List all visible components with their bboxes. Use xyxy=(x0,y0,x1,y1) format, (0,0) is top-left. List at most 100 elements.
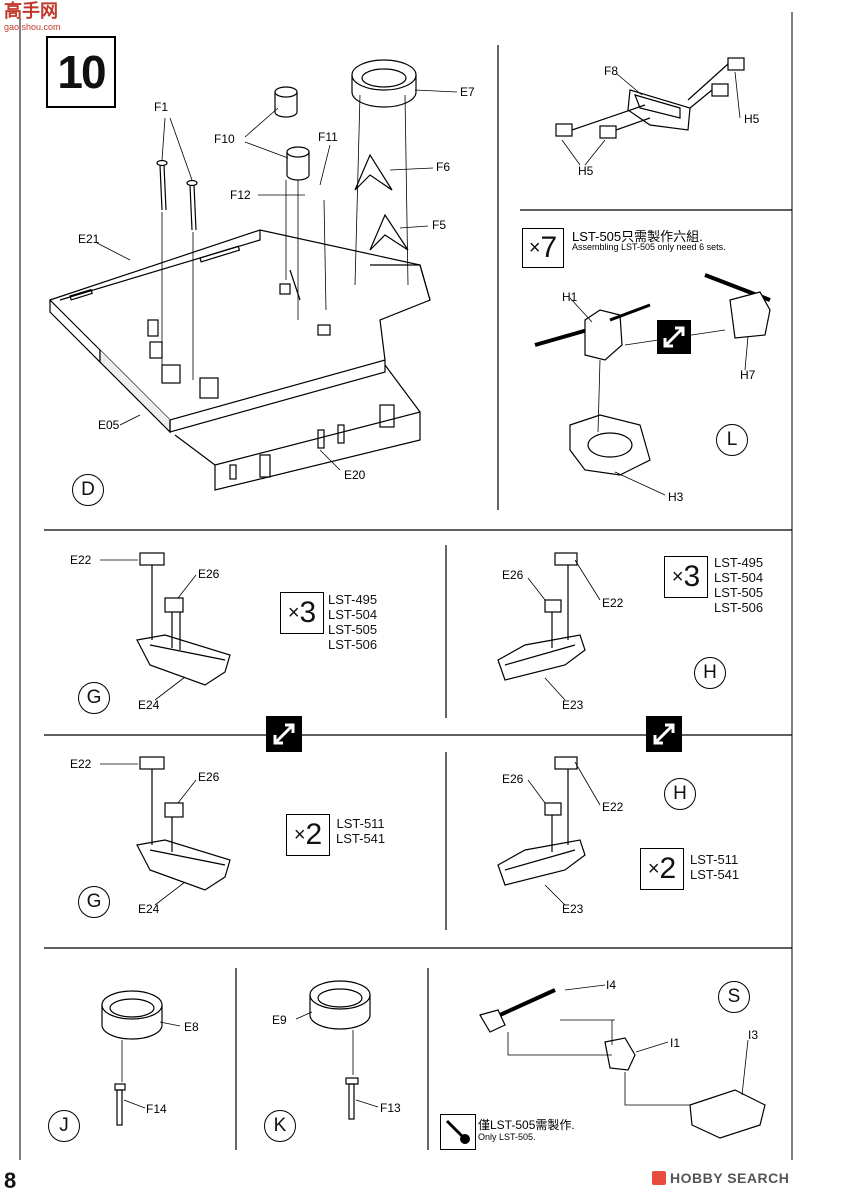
variant: LST-505 xyxy=(714,585,764,600)
label-e23: E23 xyxy=(562,698,584,712)
multiplier-value: 3 xyxy=(683,560,701,593)
h1-drawing xyxy=(497,552,586,681)
panel-letter-j: J xyxy=(48,1110,80,1142)
multiplier-value: 2 xyxy=(305,818,323,851)
panel-letter-h2: H xyxy=(664,778,696,810)
variant: LST-504 xyxy=(328,607,378,622)
variant-list-h1: LST-495 LST-504 LST-505 LST-506 xyxy=(714,555,763,615)
multiplier-box-l: ×7 xyxy=(522,228,564,268)
label-h5-left: H5 xyxy=(578,164,594,178)
label-e8: E8 xyxy=(184,1020,199,1034)
variant: LST-541 xyxy=(336,831,386,846)
label-e24: E24 xyxy=(138,698,160,712)
multiplier-value: 7 xyxy=(540,231,558,264)
variant: LST-541 xyxy=(690,867,740,882)
variant: LST-505 xyxy=(328,622,378,637)
variant: LST-495 xyxy=(328,592,378,607)
multiply-symbol: × xyxy=(671,565,684,588)
label-f13: F13 xyxy=(380,1101,401,1115)
multiply-symbol: × xyxy=(293,823,306,846)
g1-drawing xyxy=(136,552,231,686)
site-logo-url: gao.shou.com xyxy=(4,22,61,32)
variant-switch-icon xyxy=(646,716,682,752)
label-h7: H7 xyxy=(740,368,756,382)
label-e26: E26 xyxy=(502,772,524,786)
label-e22: E22 xyxy=(602,800,624,814)
label-f8: F8 xyxy=(604,64,619,78)
note-en-l: Assembling LST-505 only need 6 sets. xyxy=(572,242,726,252)
panel-letter-g1: G xyxy=(78,682,110,714)
variant: LST-504 xyxy=(714,570,764,585)
label-e26: E26 xyxy=(198,770,220,784)
watermark-text: HOBBY SEARCH xyxy=(670,1170,790,1186)
variant: LST-506 xyxy=(714,600,764,615)
label-e26: E26 xyxy=(502,568,524,582)
variant-switch-icon xyxy=(266,716,302,752)
label-f12: F12 xyxy=(230,188,251,202)
label-e24: E24 xyxy=(138,902,160,916)
label-e20: E20 xyxy=(344,468,366,482)
note-cn-l: LST-505只需製作六組. xyxy=(572,229,703,244)
label-h5-right: H5 xyxy=(744,112,760,126)
label-f6: F6 xyxy=(436,160,451,174)
label-f11: F11 xyxy=(318,130,338,144)
j-drawing xyxy=(101,990,163,1126)
multiply-symbol: × xyxy=(528,236,541,259)
label-e21: E21 xyxy=(78,232,100,246)
g2-drawing xyxy=(136,756,231,891)
multiplier-box-h1: ×3 xyxy=(664,556,708,598)
label-e7: E7 xyxy=(460,85,475,99)
panel-letter-k: K xyxy=(264,1110,296,1142)
variant-list-h2: LST-511 LST-541 xyxy=(690,852,739,882)
label-i4: I4 xyxy=(606,978,617,992)
watermark-icon xyxy=(652,1171,666,1185)
label-f14: F14 xyxy=(146,1102,167,1116)
label-h1: H1 xyxy=(562,290,578,304)
variant: LST-511 xyxy=(690,852,739,867)
label-e05: E05 xyxy=(98,418,120,432)
multiply-symbol: × xyxy=(287,601,300,624)
panel-letter-s: S xyxy=(718,981,750,1013)
note-en-s: Only LST-505. xyxy=(478,1132,536,1142)
note-cn-s: 僅LST-505需製作. xyxy=(478,1118,575,1132)
panel-letter-h1: H xyxy=(694,657,726,689)
multiplier-box-g2: ×2 xyxy=(286,814,330,856)
variant-switch-icon xyxy=(657,320,691,354)
multiplier-box-g1: ×3 xyxy=(280,592,324,634)
label-e22: E22 xyxy=(70,757,92,771)
label-e9: E9 xyxy=(272,1013,287,1027)
panel-letter-l: L xyxy=(716,424,748,456)
label-h3: H3 xyxy=(668,490,684,504)
multiplier-value: 3 xyxy=(299,596,317,629)
label-e22: E22 xyxy=(602,596,624,610)
label-i1: I1 xyxy=(670,1036,681,1050)
watermark: HOBBY SEARCH xyxy=(652,1170,789,1186)
paint-marker-icon xyxy=(440,1114,476,1150)
s-drawing xyxy=(479,988,766,1139)
panel-letter-d: D xyxy=(72,474,104,506)
page-number: 8 xyxy=(4,1168,17,1193)
step-number: 10 xyxy=(57,46,106,98)
label-i3: I3 xyxy=(748,1028,759,1042)
leader-lines xyxy=(96,71,749,1109)
gun-mount-drawing xyxy=(534,273,771,476)
f8-h5-drawing xyxy=(555,57,745,139)
site-logo: 高手网 gao.shou.com xyxy=(4,1,72,33)
step-number-box: 10 xyxy=(46,36,116,108)
variant-list-g1: LST-495 LST-504 LST-505 LST-506 xyxy=(328,592,377,652)
multiply-symbol: × xyxy=(647,857,660,880)
variant-list-g2: LST-511 LST-541 xyxy=(336,816,385,846)
variant: LST-506 xyxy=(328,637,378,652)
site-logo-text: 高手网 xyxy=(4,1,58,22)
panel-letter-g2: G xyxy=(78,886,110,918)
label-e26: E26 xyxy=(198,567,220,581)
label-e22: E22 xyxy=(70,553,92,567)
variant: LST-495 xyxy=(714,555,764,570)
k-drawing xyxy=(309,980,371,1120)
multiplier-box-h2: ×2 xyxy=(640,848,684,890)
label-f10: F10 xyxy=(214,132,235,146)
deck-assembly-drawing xyxy=(48,59,431,491)
h2-drawing xyxy=(497,756,586,886)
multiplier-value: 2 xyxy=(659,852,677,885)
